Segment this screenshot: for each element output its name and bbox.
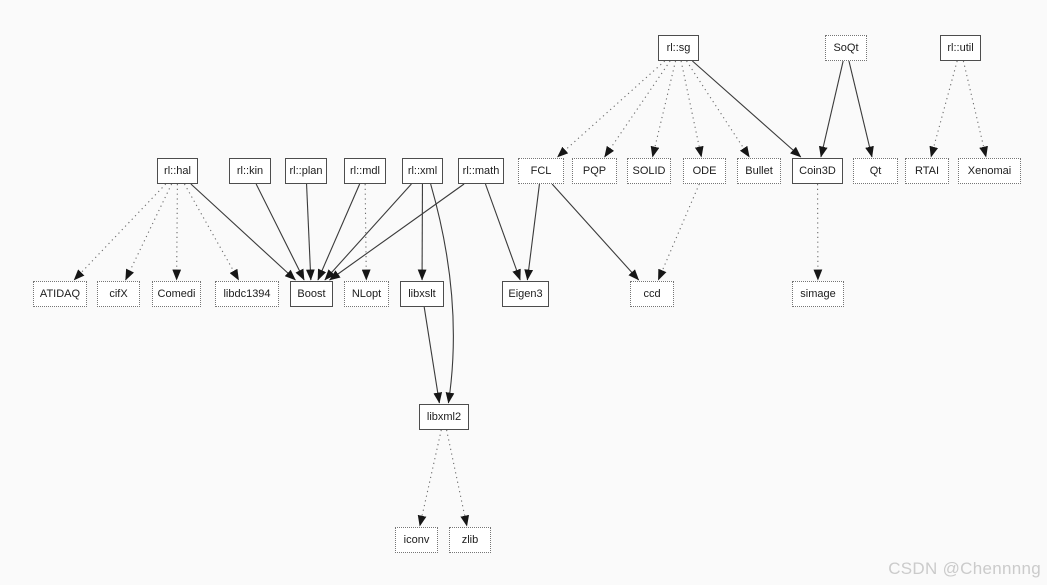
graph-node-rl::xml: rl::xml — [402, 158, 443, 184]
edge-rl::xml-to-libxml2 — [430, 183, 455, 404]
graph-node-label: libxml2 — [426, 410, 462, 423]
graph-node-ODE: ODE — [683, 158, 726, 184]
edge-rl::sg-to-PQP — [604, 60, 671, 158]
edge-rl::hal-to-Comedi — [172, 183, 182, 281]
graph-node-ccd: ccd — [630, 281, 674, 307]
edge-rl::sg-to-SOLID — [650, 60, 677, 158]
edge-FCL-to-Eigen3 — [524, 183, 540, 281]
graph-node-SOLID: SOLID — [627, 158, 671, 184]
edge-rl::mdl-to-NLopt — [361, 183, 371, 281]
edge-rl::math-to-Eigen3 — [484, 183, 521, 281]
graph-node-label: NLopt — [351, 287, 382, 300]
edge-SoQt-to-Coin3D — [818, 60, 844, 158]
graph-node-Coin3D: Coin3D — [792, 158, 843, 184]
graph-node-label: rl::kin — [236, 164, 264, 177]
graph-node-label: zlib — [461, 533, 479, 546]
edge-ODE-to-ccd — [657, 183, 700, 281]
graph-node-Bullet: Bullet — [737, 158, 781, 184]
graph-node-PQP: PQP — [572, 158, 617, 184]
graph-node-FCL: FCL — [518, 158, 564, 184]
graph-node-label: iconv — [403, 533, 430, 546]
graph-node-ATIDAQ: ATIDAQ — [33, 281, 87, 307]
graph-node-label: Xenomai — [967, 164, 1012, 177]
edge-layer — [73, 60, 988, 527]
graph-node-label: libxslt — [408, 287, 436, 300]
graph-node-cifX: cifX — [97, 281, 140, 307]
edge-rl::sg-to-FCL — [557, 60, 666, 158]
graph-node-Eigen3: Eigen3 — [502, 281, 549, 307]
graph-node-label: FCL — [530, 164, 552, 177]
graph-node-label: Bullet — [745, 164, 773, 177]
graph-node-Comedi: Comedi — [152, 281, 201, 307]
edge-rl::hal-to-libdc1394 — [183, 183, 240, 281]
graph-node-simage: simage — [792, 281, 844, 307]
edge-rl::math-to-Boost — [329, 183, 465, 281]
graph-node-label: rl::mdl — [350, 164, 380, 177]
edge-libxml2-to-zlib — [446, 429, 470, 527]
edge-rl::sg-to-Bullet — [686, 60, 750, 158]
edge-rl::util-to-RTAI — [929, 60, 958, 158]
graph-node-label: Qt — [869, 164, 882, 177]
graph-node-label: rl::plan — [289, 164, 323, 177]
watermark-text: CSDN @Chennnng — [888, 559, 1041, 578]
edge-libxslt-to-libxml2 — [423, 306, 443, 404]
graph-node-libdc1394: libdc1394 — [215, 281, 279, 307]
graph-node-rl::math: rl::math — [458, 158, 504, 184]
graph-node-Xenomai: Xenomai — [958, 158, 1021, 184]
graph-node-NLopt: NLopt — [344, 281, 389, 307]
graph-node-label: rl::util — [947, 41, 974, 54]
graph-node-rl::hal: rl::hal — [157, 158, 198, 184]
graph-node-SoQt: SoQt — [825, 35, 867, 61]
graph-node-label: cifX — [109, 287, 128, 300]
graph-node-RTAI: RTAI — [905, 158, 949, 184]
edge-rl::sg-to-Coin3D — [692, 60, 802, 158]
graph-node-label: rl::sg — [666, 41, 691, 54]
edge-rl::hal-to-Boost — [190, 183, 296, 281]
graph-node-label: rl::xml — [407, 164, 438, 177]
edge-rl::hal-to-cifX — [125, 183, 173, 281]
graph-node-label: RTAI — [914, 164, 940, 177]
graph-node-label: ccd — [643, 287, 661, 300]
graph-node-Boost: Boost — [290, 281, 333, 307]
edge-SoQt-to-Qt — [848, 60, 874, 158]
edge-rl::hal-to-ATIDAQ — [73, 183, 167, 281]
graph-node-label: ODE — [692, 164, 717, 177]
edge-rl::mdl-to-Boost — [317, 183, 361, 281]
graph-node-rl::util: rl::util — [940, 35, 981, 61]
graph-node-libxml2: libxml2 — [419, 404, 469, 430]
graph-node-label: Comedi — [157, 287, 196, 300]
graph-node-label: Coin3D — [799, 164, 836, 177]
graph-node-Qt: Qt — [853, 158, 898, 184]
graph-node-rl::sg: rl::sg — [658, 35, 699, 61]
graph-node-label: PQP — [582, 164, 607, 177]
graph-node-label: Boost — [297, 287, 326, 300]
graph-node-rl::kin: rl::kin — [229, 158, 271, 184]
graph-node-iconv: iconv — [395, 527, 438, 553]
graph-node-label: libdc1394 — [223, 287, 271, 300]
edge-rl::sg-to-ODE — [680, 60, 704, 158]
graph-node-label: simage — [800, 287, 836, 300]
edge-rl::xml-to-Boost — [324, 183, 412, 281]
edge-FCL-to-ccd — [551, 183, 640, 281]
graph-node-label: ATIDAQ — [39, 287, 81, 300]
graph-node-rl::plan: rl::plan — [285, 158, 327, 184]
edge-rl::kin-to-Boost — [255, 183, 305, 281]
graph-node-label: SOLID — [632, 164, 666, 177]
graph-node-label: Eigen3 — [508, 287, 543, 300]
graph-node-rl::mdl: rl::mdl — [344, 158, 386, 184]
edge-rl::util-to-Xenomai — [962, 60, 988, 158]
graph-node-zlib: zlib — [449, 527, 491, 553]
graph-node-label: rl::math — [462, 164, 500, 177]
graph-node-libxslt: libxslt — [400, 281, 444, 307]
edge-libxml2-to-iconv — [417, 429, 442, 527]
graph-node-label: rl::hal — [164, 164, 191, 177]
graph-node-label: SoQt — [833, 41, 859, 54]
edge-rl::plan-to-Boost — [305, 183, 315, 281]
